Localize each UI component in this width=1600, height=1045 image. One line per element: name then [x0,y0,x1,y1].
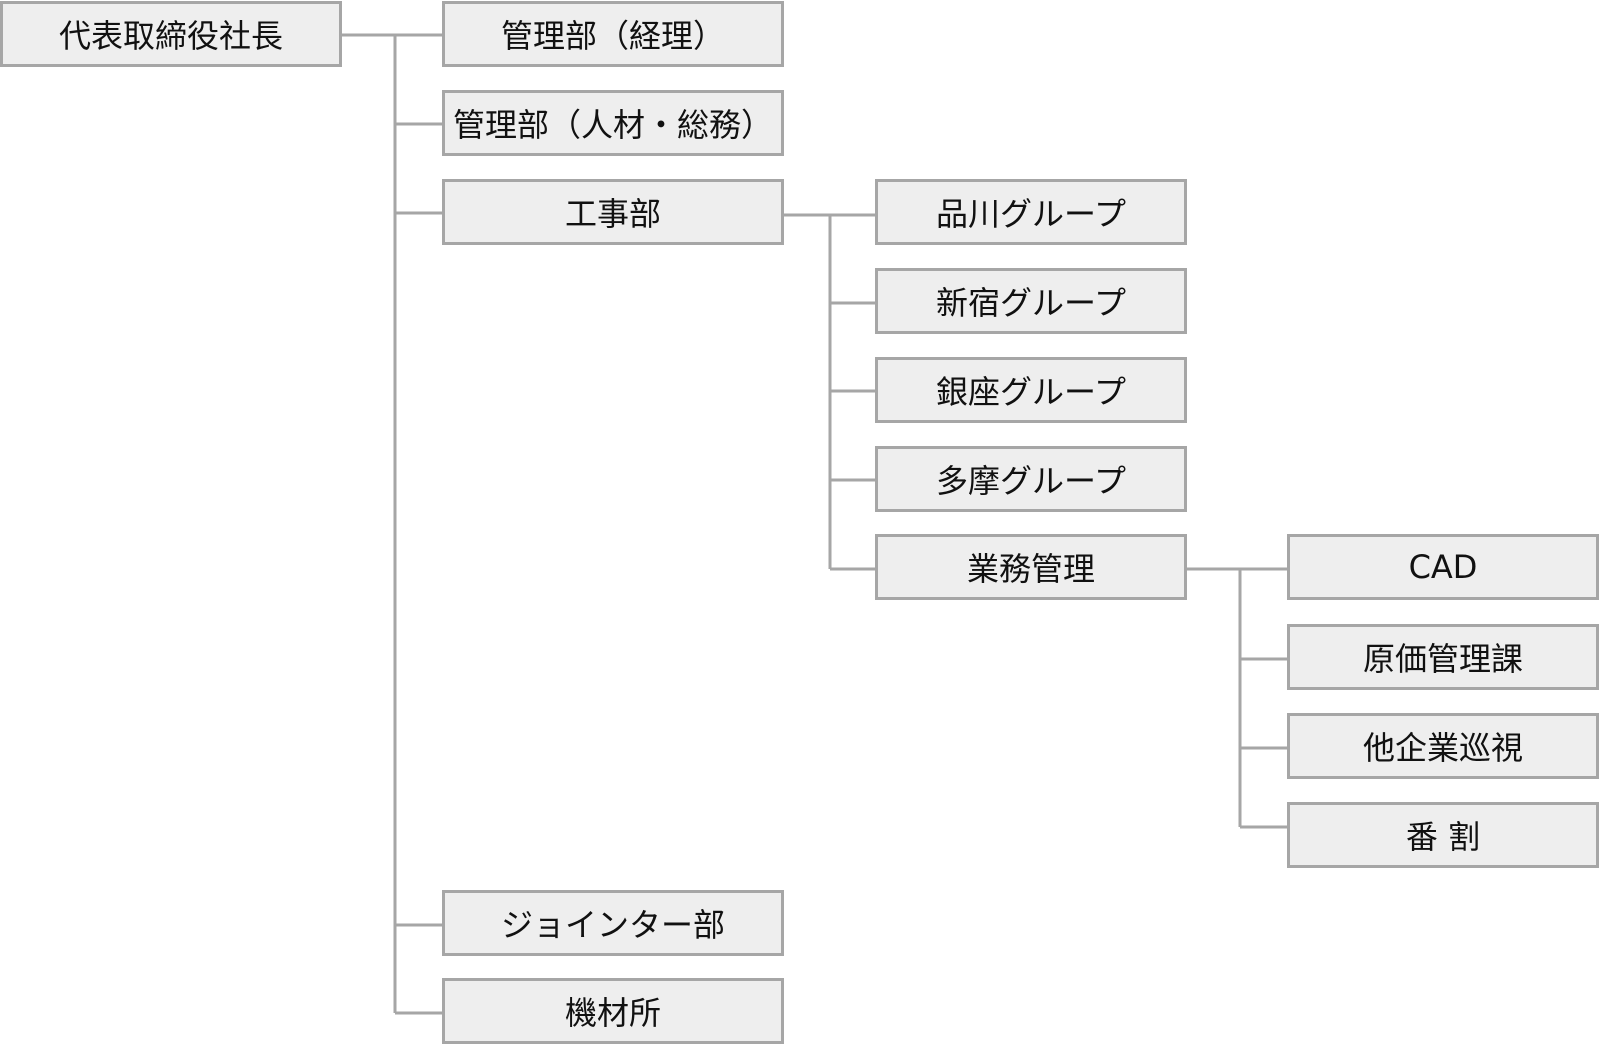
node-business-management-label: 業務管理 [966,550,1095,588]
node-shinjuku-group-label: 新宿グループ [935,284,1127,322]
node-cad: CAD [1287,534,1599,600]
node-assignment-label: 番 割 [1405,818,1481,856]
node-assignment: 番 割 [1287,802,1599,868]
node-admin-accounting-label: 管理部（経理） [500,17,725,55]
node-shinagawa-group: 品川グループ [875,179,1187,245]
node-business-management: 業務管理 [875,534,1187,600]
node-cost-management-label: 原価管理課 [1362,640,1523,678]
node-equipment-office: 機材所 [442,978,784,1044]
node-equipment-office-label: 機材所 [564,994,661,1032]
node-ceo-label: 代表取締役社長 [58,17,283,55]
node-admin-hr-general-label: 管理部（人材・総務） [452,106,773,144]
node-admin-accounting: 管理部（経理） [442,1,784,67]
node-ginza-group: 銀座グループ [875,357,1187,423]
node-ginza-group-label: 銀座グループ [935,373,1127,411]
node-ceo: 代表取締役社長 [0,1,342,67]
node-admin-hr-general: 管理部（人材・総務） [442,90,784,156]
node-jointer-dept: ジョインター部 [442,890,784,956]
node-other-company-patrol-label: 他企業巡視 [1362,729,1523,767]
node-cad-label: CAD [1408,548,1478,586]
node-cost-management: 原価管理課 [1287,624,1599,690]
node-other-company-patrol: 他企業巡視 [1287,713,1599,779]
node-tama-group: 多摩グループ [875,446,1187,512]
node-construction-dept: 工事部 [442,179,784,245]
node-tama-group-label: 多摩グループ [935,462,1127,500]
node-jointer-dept-label: ジョインター部 [500,906,725,944]
node-shinagawa-group-label: 品川グループ [935,195,1127,233]
node-shinjuku-group: 新宿グループ [875,268,1187,334]
node-construction-dept-label: 工事部 [564,195,661,233]
